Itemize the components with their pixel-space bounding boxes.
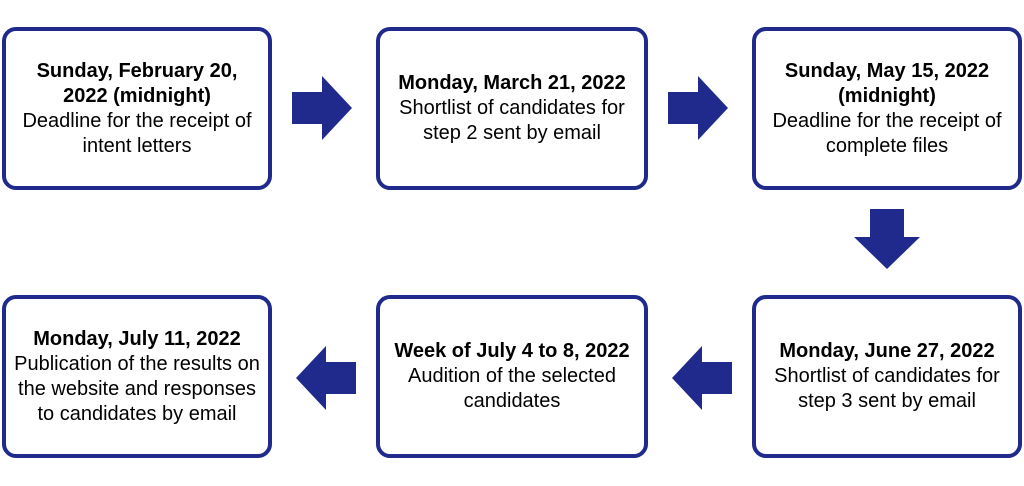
step-date: Monday, March 21, 2022 (398, 72, 626, 94)
arrow-right-icon (292, 76, 352, 140)
step-date: Sunday, May 15, 2022 (midnight) (784, 59, 990, 107)
step-date: Monday, June 27, 2022 (779, 340, 995, 362)
step-box-6: Monday, July 11, 2022 Publication of the… (2, 295, 272, 458)
step-description: Shortlist of candidates for step 2 sent … (399, 97, 625, 144)
step-box-2: Monday, March 21, 2022 Shortlist of cand… (376, 27, 648, 190)
arrow-left-icon (296, 346, 356, 410)
step-description: Deadline for the receipt of intent lette… (22, 109, 252, 157)
step-date: Monday, July 11, 2022 (33, 327, 241, 350)
arrow-left-icon (672, 346, 732, 410)
step-description: Audition of the selected candidates (408, 365, 616, 412)
step-box-4: Monday, June 27, 2022 Shortlist of candi… (752, 295, 1022, 458)
step-date: Sunday, February 20, 2022 (midnight) (36, 59, 238, 107)
step-description: Deadline for the receipt of complete fil… (772, 109, 1002, 157)
step-box-3: Sunday, May 15, 2022 (midnight) Deadline… (752, 27, 1022, 190)
step-description: Shortlist of candidates for step 3 sent … (774, 365, 1000, 412)
step-description: Publication of the results on the websit… (14, 352, 260, 425)
step-box-5: Week of July 4 to 8, 2022 Audition of th… (376, 295, 648, 458)
arrow-down-icon (854, 209, 920, 269)
step-date: Week of July 4 to 8, 2022 (394, 340, 630, 362)
step-box-1: Sunday, February 20, 2022 (midnight) Dea… (2, 27, 272, 190)
arrow-right-icon (668, 76, 728, 140)
